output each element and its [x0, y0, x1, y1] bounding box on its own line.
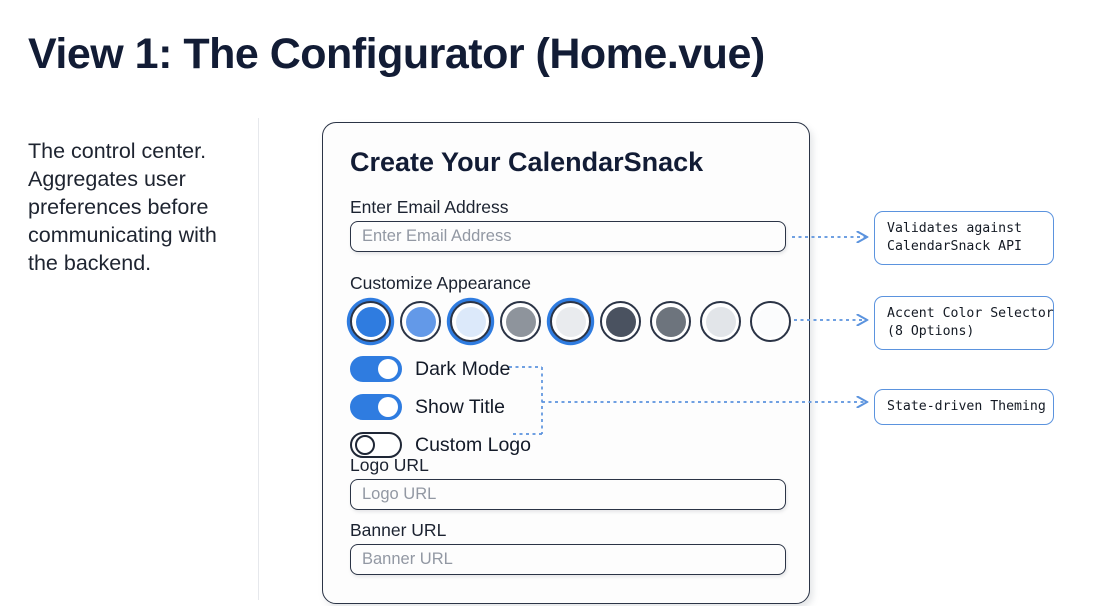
swatch-blue-medium[interactable] — [400, 301, 441, 342]
toggle-row-dark-mode: Dark Mode — [350, 355, 531, 383]
toggle-custom-logo[interactable] — [350, 432, 402, 458]
callout-state-theming: State-driven Theming — [874, 389, 1054, 425]
swatch-white[interactable] — [750, 301, 791, 342]
page-description: The control center. Aggregates user pref… — [28, 139, 217, 275]
banner-field-label: Banner URL — [350, 520, 447, 540]
swatch-blue-vivid[interactable] — [350, 301, 391, 342]
toggle-row-show-title: Show Title — [350, 393, 531, 421]
logo-field-label: Logo URL — [350, 455, 429, 475]
card-title: Create Your CalendarSnack — [350, 147, 704, 177]
toggle-label-dark-mode: Dark Mode — [415, 357, 511, 380]
swatch-gray-light[interactable] — [550, 301, 591, 342]
configurator-card: Create Your CalendarSnack Enter Email Ad… — [322, 122, 810, 604]
vertical-divider — [258, 118, 259, 600]
toggle-show-title[interactable] — [350, 394, 402, 420]
toggle-label-show-title: Show Title — [415, 395, 505, 418]
email-field-label: Enter Email Address — [350, 197, 509, 217]
swatch-slate-dark[interactable] — [600, 301, 641, 342]
callout-email-validation: Validates against CalendarSnack API — [874, 211, 1054, 265]
page-title: View 1: The Configurator (Home.vue) — [28, 30, 765, 78]
callout-accent-selector: Accent Color Selector (8 Options) — [874, 296, 1054, 350]
appearance-label: Customize Appearance — [350, 273, 531, 293]
banner-url-input[interactable]: Banner URL — [350, 544, 786, 575]
toggle-row-custom-logo: Custom Logo — [350, 431, 531, 459]
toggle-label-custom-logo: Custom Logo — [415, 433, 531, 456]
swatch-gray-pale[interactable] — [700, 301, 741, 342]
toggle-dark-mode[interactable] — [350, 356, 402, 382]
logo-url-input[interactable]: Logo URL — [350, 479, 786, 510]
toggle-group: Dark Mode Show Title Custom Logo — [350, 355, 531, 469]
swatch-gray-dark[interactable] — [650, 301, 691, 342]
email-input[interactable]: Enter Email Address — [350, 221, 786, 252]
accent-swatch-row — [350, 301, 791, 342]
swatch-blue-pale[interactable] — [450, 301, 491, 342]
swatch-gray-mid[interactable] — [500, 301, 541, 342]
